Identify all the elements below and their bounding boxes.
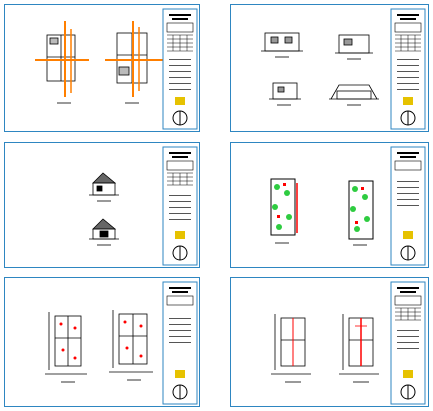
sheet-6-drawing: [271, 281, 426, 405]
dimension-lines-right: [105, 21, 163, 97]
sheet-4: [230, 142, 429, 268]
electrical-plan-left: [45, 312, 87, 375]
logo-icon: [175, 370, 185, 378]
drawing-caption-marks: [275, 56, 361, 106]
sheet-5-drawing: [45, 281, 198, 405]
title-block: [162, 281, 198, 405]
sheet-2-drawing: [261, 8, 426, 130]
sheet-5: [4, 277, 200, 407]
title-block: [390, 146, 426, 266]
logo-icon: [403, 370, 413, 378]
section-b: [89, 218, 119, 240]
sheet-4-drawing: [270, 146, 426, 266]
elevation-perspective: [329, 84, 379, 100]
title-block: [162, 8, 198, 130]
elevation-front: [261, 32, 303, 52]
section-a: [89, 172, 119, 196]
drawing-caption-marks: [275, 242, 367, 246]
site-plan-left: [270, 178, 298, 236]
sheet-6: [230, 277, 429, 407]
logo-icon: [175, 97, 185, 105]
site-plan-right: [348, 180, 374, 240]
sheet-1-drawing: [35, 8, 198, 130]
electrical-plan-right: [109, 310, 153, 373]
elevation-side: [335, 34, 373, 54]
elevation-rear: [269, 82, 301, 100]
sheet-1: [4, 4, 200, 132]
plumbing-plan-left: [271, 314, 311, 375]
title-block: [162, 146, 198, 266]
sheet-3: [4, 142, 200, 268]
logo-icon: [175, 231, 185, 239]
title-block: [390, 8, 426, 130]
drawing-caption-marks: [97, 200, 111, 246]
dimension-lines-left: [35, 21, 89, 97]
sheet-3-drawing: [89, 146, 198, 266]
logo-icon: [403, 97, 413, 105]
sheet-2: [230, 4, 429, 132]
logo-icon: [403, 231, 413, 239]
drawing-caption-marks: [61, 379, 141, 383]
plumbing-plan-right: [339, 314, 379, 375]
title-block: [390, 281, 426, 405]
